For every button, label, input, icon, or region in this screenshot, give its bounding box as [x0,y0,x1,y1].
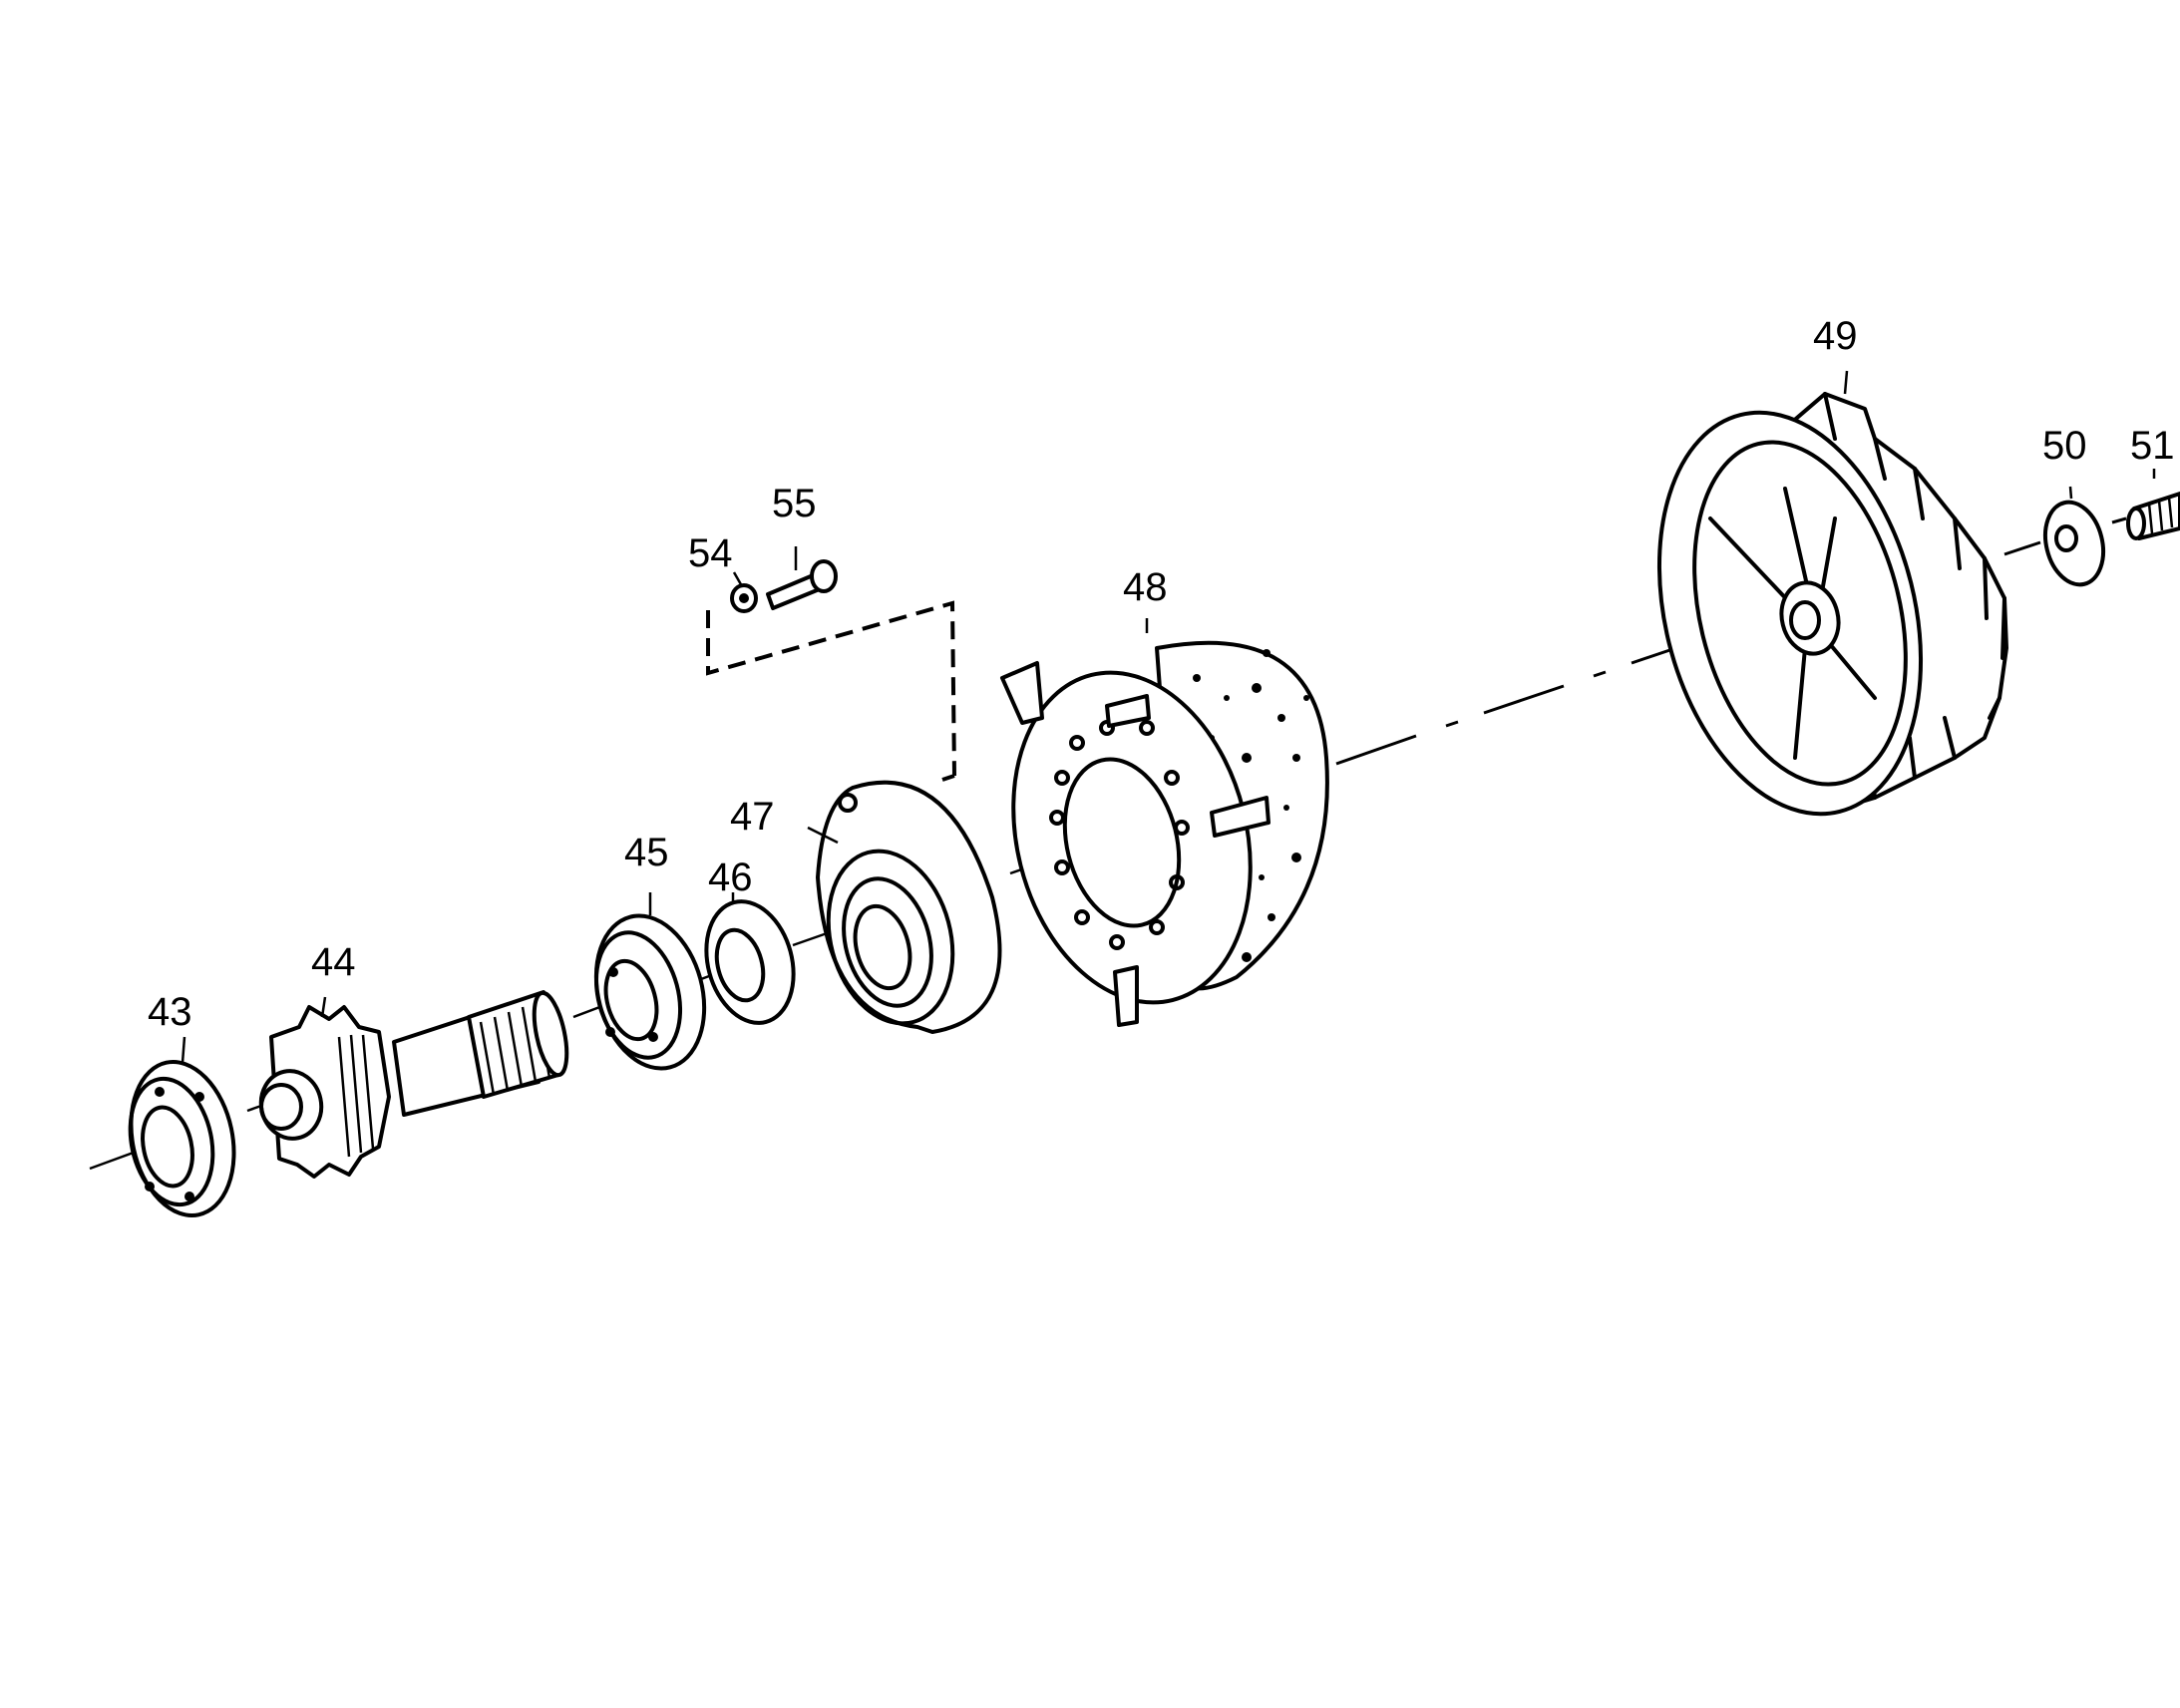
callout-labels: 43 44 45 46 47 48 49 50 51 54 55 [148,314,2175,1034]
part-46-washer [704,892,796,1025]
part-47-cover [807,780,1002,1034]
parts-54-55-fasteners [706,546,956,782]
callout-54: 54 [688,531,733,575]
callout-45: 45 [624,831,669,874]
part-48-clutch-assembly [1000,618,1329,1027]
callout-49: 49 [1813,314,1858,358]
callout-43: 43 [148,990,192,1034]
callout-48: 48 [1123,565,1168,609]
part-50-washer [2042,486,2106,587]
callout-47: 47 [730,795,775,839]
callout-55: 55 [772,482,817,525]
callout-51: 51 [2130,424,2175,468]
part-49-drum-housing [1656,370,2008,817]
callout-50: 50 [2042,424,2087,468]
part-43-bearing [128,1036,236,1218]
callout-46: 46 [708,855,753,899]
part-44-pinion-shaft [258,990,569,1179]
callout-44: 44 [311,940,356,984]
part-51-bolt [2126,469,2180,540]
part-45-bearing [593,892,707,1071]
